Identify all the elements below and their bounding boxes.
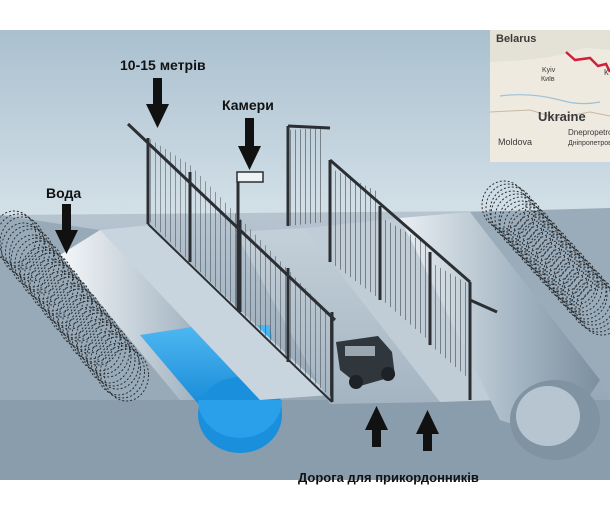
barbed-wire-coil [75, 312, 121, 366]
barbed-wire-coil [507, 206, 553, 256]
barbed-wire-coil [48, 282, 94, 336]
barbed-wire-coil [94, 336, 140, 390]
barbed-wire-coil [494, 193, 540, 243]
map-country-ukraine: Ukraine [538, 109, 586, 124]
cameras-label: Камери [222, 97, 274, 113]
barbed-wire-left [0, 210, 149, 402]
barbed-wire-coil [530, 233, 576, 283]
road-label: Дорога для прикордонників [298, 470, 479, 485]
barbed-wire-coil [52, 285, 98, 339]
barbed-wire-coil [543, 246, 589, 296]
barbed-wire-coil [66, 300, 111, 354]
barbed-wire-coil [481, 180, 527, 230]
patrol-vehicle-icon [336, 336, 395, 389]
map-city-dnipro-local: Дніпропетровськ [568, 139, 610, 147]
barbed-wire-coil [552, 256, 598, 306]
barbed-wire-coil [9, 228, 54, 282]
barbed-wire-coil [553, 260, 599, 310]
barbed-wire-coil [56, 288, 102, 342]
barbed-wire-coil [503, 203, 549, 253]
barbed-wire-coil [525, 226, 571, 276]
water-label: Вода [46, 185, 81, 201]
barbed-wire-coil [498, 196, 544, 246]
barbed-wire-coil [562, 270, 608, 320]
barbed-wire-coil [561, 266, 607, 316]
barbed-wire-coil [526, 230, 572, 280]
inset-map: Belarus Kyiv Київ Ukraine Dnepropetrovsk… [489, 30, 610, 162]
barbed-wire-coil [557, 263, 603, 313]
barbed-wire-coil [521, 223, 567, 273]
barbed-wire-coil [47, 276, 92, 330]
map-country-moldova: Moldova [498, 137, 532, 147]
water-arrow-icon [55, 204, 78, 254]
map-city-dnipro: Dnepropetrovsk [568, 128, 610, 137]
barbed-wire-coil [85, 324, 130, 378]
barbed-wire-coil [96, 342, 141, 396]
barbed-wire-coil [100, 345, 145, 399]
barbed-wire-coil [62, 297, 107, 351]
barbed-wire-coil [0, 216, 45, 270]
barbed-wire-coil [516, 216, 562, 266]
barbed-wire-coil [18, 240, 64, 294]
barbed-wire-coil [489, 186, 535, 236]
central-strip [100, 225, 330, 400]
barbed-wire-coil [548, 253, 594, 303]
barbed-wire-right [481, 180, 610, 336]
road-arrow-right-icon [416, 410, 439, 451]
barbed-wire-coil [104, 348, 149, 402]
barbed-wire-coil [43, 273, 88, 327]
barbed-wire-coil [20, 246, 65, 300]
barbed-wire-coil [1, 222, 46, 276]
barbed-wire-coil [81, 321, 126, 375]
map-edge-label: К [604, 68, 609, 77]
barbed-wire-coil [77, 318, 122, 372]
height-label: 10-15 метрів [120, 57, 206, 73]
barbed-wire-coil [58, 294, 103, 348]
barbed-wire-coil [14, 237, 60, 291]
barbed-wire-coil [544, 250, 590, 300]
barbed-wire-coil [517, 220, 563, 270]
right-fence [286, 124, 498, 400]
barbed-wire-coil [499, 200, 545, 250]
barbed-wire-coil [508, 210, 554, 260]
map-country-belarus: Belarus [496, 33, 536, 45]
border-line [565, 51, 610, 73]
road-arrow-left-icon [365, 406, 388, 447]
barbed-wire-coil [28, 252, 73, 306]
barbed-wire-coil [86, 330, 132, 384]
barbed-wire-coil [33, 261, 79, 315]
map-city-kyiv-local: Київ [541, 76, 555, 83]
barbed-wire-coil [39, 270, 84, 324]
barbed-wire-coil [29, 258, 75, 312]
barbed-wire-coil [67, 306, 113, 360]
barbed-wire-coil [0, 210, 37, 264]
barbed-wire-coil [485, 183, 531, 233]
barbed-wire-coil [539, 243, 585, 293]
camera-pole [236, 171, 264, 310]
barbed-wire-coil [512, 213, 558, 263]
map-city-kyiv: Kyiv [542, 67, 556, 74]
barbed-wire-coil [10, 234, 56, 288]
barbed-wire-coil [490, 190, 536, 240]
barbed-wire-coil [71, 309, 117, 363]
barbed-wire-coil [37, 264, 83, 318]
barbed-wire-coil [534, 236, 580, 286]
barbed-wire-coil [535, 240, 581, 290]
camera-icon [236, 171, 264, 183]
left-fence [126, 122, 337, 403]
barbed-wire-coil [24, 249, 69, 303]
cameras-arrow-icon [238, 118, 261, 170]
barbed-wire-coil [5, 225, 50, 279]
height-arrow-icon [146, 78, 169, 128]
barbed-wire-coil [0, 213, 41, 267]
barbed-wire-coil [90, 333, 136, 387]
